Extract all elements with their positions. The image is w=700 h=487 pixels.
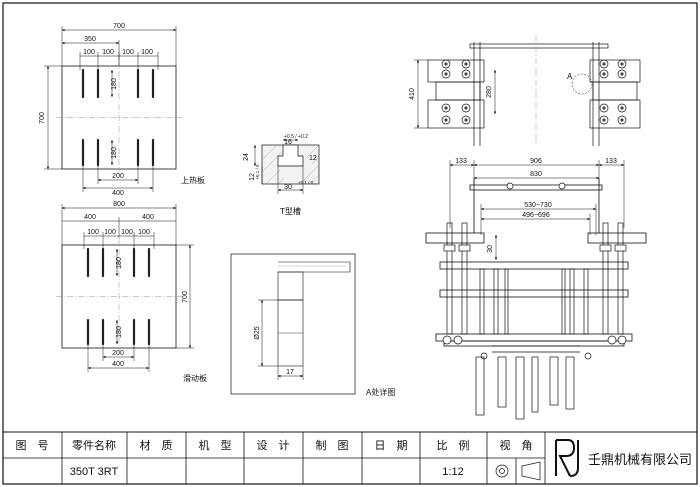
- assembly-front-view: 133 906 133 830 530~730 496~696 30: [425, 158, 647, 420]
- sliding-bottom-outer: 400: [112, 361, 124, 368]
- t-slot-label: T型槽: [280, 206, 301, 216]
- upper-height: 700: [39, 112, 46, 124]
- tb-header-design: 设 计: [257, 439, 290, 452]
- t-slot-top-width: 16: [284, 139, 292, 146]
- sliding-half-right: 400: [142, 214, 154, 221]
- detail-a-marker: A: [567, 72, 573, 81]
- detail-a-width: 17: [286, 369, 294, 376]
- sliding-overall-width: 800: [113, 201, 125, 208]
- upper-bottom-outer: 400: [112, 190, 124, 197]
- t-slot-top-tol: +0.5 / +0.2: [284, 134, 308, 140]
- sliding-slot-spacing-3: 100: [121, 229, 133, 236]
- tb-value-scale: 1:12: [442, 466, 463, 478]
- tb-header-scale: 比 例: [437, 438, 470, 452]
- detail-a-view: Ø25 17 A处详图: [230, 253, 395, 397]
- tb-header-date: 日 期: [375, 439, 408, 452]
- assembly-inner-height: 280: [486, 86, 493, 98]
- t-slot-left-small: 12: [249, 173, 256, 181]
- assembly-cylinders: [475, 345, 580, 420]
- assembly-adjust-range-outer: 530~730: [524, 202, 552, 209]
- assembly-columns: [446, 222, 624, 335]
- upper-plate-view: 700 350 100 100 100 100 700 180 180 200 …: [39, 23, 205, 197]
- sliding-slot-spacing-4: 100: [138, 229, 150, 236]
- tb-header-part-name: 零件名称: [72, 438, 116, 452]
- upper-overall-width: 700: [113, 23, 125, 30]
- upper-slot-spacing-4: 100: [141, 49, 153, 56]
- sliding-bottom-inner: 200: [112, 350, 124, 357]
- t-slot-left-small-tol: +0.1 / 0: [255, 164, 260, 180]
- sliding-slot-length-bottom: 180: [116, 326, 123, 338]
- t-slot-right-small: 12: [309, 155, 317, 162]
- assembly-rollers: [442, 182, 627, 360]
- upper-plate-label: 上热板: [181, 175, 205, 185]
- sliding-slot-spacing-1: 100: [87, 229, 99, 236]
- tb-header-model: 机 型: [199, 438, 232, 452]
- assembly-overall-width: 906: [530, 158, 542, 165]
- sliding-plate-slots: [86, 247, 151, 346]
- upper-slot-length-bottom: 180: [111, 147, 118, 159]
- detail-a-top-bar: [278, 261, 351, 273]
- t-slot-left-height: 24: [243, 153, 250, 161]
- assembly-left-offset: 133: [455, 158, 467, 165]
- detail-a-label: A处详图: [366, 387, 395, 397]
- upper-slot-spacing-1: 100: [83, 49, 95, 56]
- t-slot-view: +0.5 / +0.2 16 24 12 +0.1 / 0 12 30 +0.1…: [243, 134, 320, 216]
- tb-value-part-name: 350T 3RT: [70, 466, 119, 478]
- upper-slot-spacing-2: 100: [102, 49, 114, 56]
- assembly-side-gap: 30: [487, 245, 494, 253]
- t-slot-bottom-tol: +0.1 / 0: [298, 180, 314, 185]
- detail-a-post: [277, 271, 304, 301]
- upper-half-width: 350: [84, 36, 96, 43]
- sliding-height: 700: [182, 291, 189, 303]
- sliding-half-left: 400: [84, 214, 96, 221]
- upper-slot-length-top: 180: [111, 78, 118, 90]
- title-block: 图 号 零件名称 材 质 机 型 设 计 制 图 日 期 比 例 视 角 350…: [2, 431, 698, 485]
- upper-slot-spacing-3: 100: [122, 49, 134, 56]
- tb-header-drafting: 制 图: [316, 439, 349, 452]
- assembly-top-bolts: [441, 59, 627, 125]
- detail-a-callout-circle: [571, 73, 593, 95]
- assembly-height-top: 410: [409, 88, 416, 100]
- sliding-slot-spacing-2: 100: [104, 229, 116, 236]
- detail-a-diameter: Ø25: [254, 326, 261, 339]
- upper-plate-slots: [81, 68, 155, 167]
- assembly-right-offset: 133: [605, 158, 617, 165]
- sliding-plate-view: 800 400 400 100 100 100 100 700 180 180 …: [56, 201, 207, 383]
- t-slot-bottom-width: 30: [284, 184, 292, 191]
- company-name: 壬鼎机械有限公司: [588, 452, 692, 467]
- sliding-slot-length-top: 180: [116, 257, 123, 269]
- tb-header-drawing-no: 图 号: [16, 439, 49, 452]
- company-logo-icon: [555, 439, 579, 477]
- detail-a-frame: [230, 253, 356, 395]
- upper-bottom-inner: 200: [112, 173, 124, 180]
- sliding-plate-label: 滑动板: [183, 373, 207, 383]
- tb-header-view-angle: 视 角: [500, 438, 533, 452]
- assembly-adjust-range-inner: 496~696: [522, 212, 550, 219]
- projection-symbol-icon: [495, 461, 541, 481]
- assembly-frame-width: 830: [530, 171, 542, 178]
- tb-header-material: 材 质: [140, 438, 173, 452]
- assembly-top-view: A 410 280: [409, 36, 641, 146]
